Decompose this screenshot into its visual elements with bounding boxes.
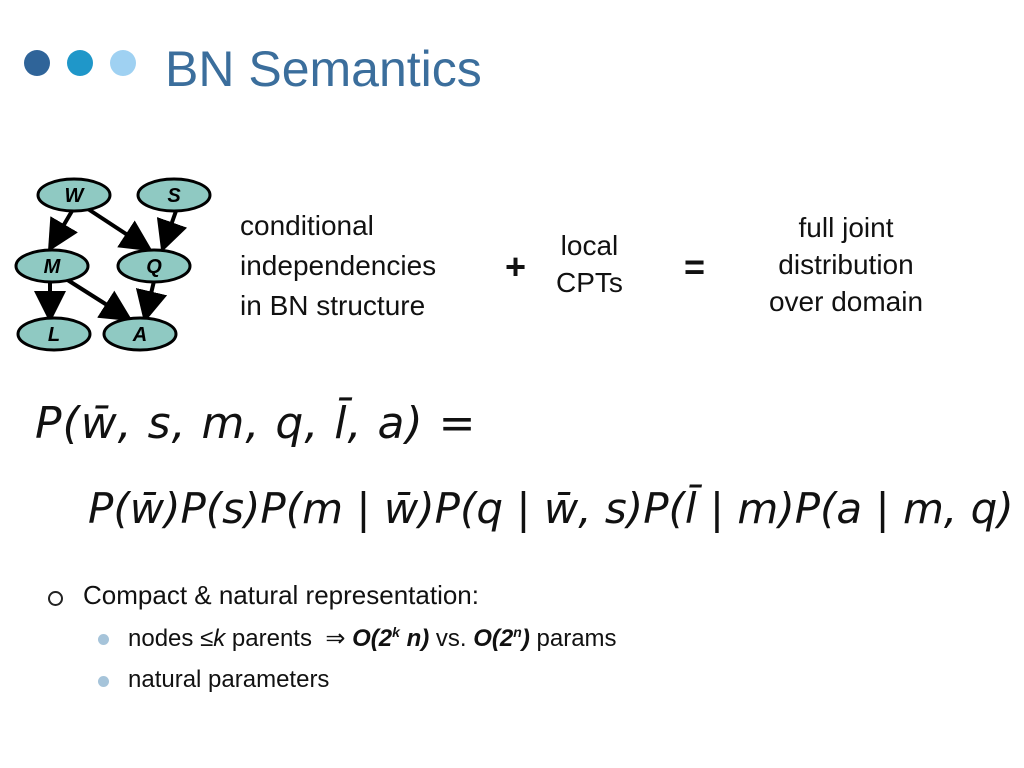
svg-text:S: S (167, 185, 181, 207)
svg-text:L: L (48, 324, 60, 346)
bullet-main-text: Compact & natural representation: (83, 580, 479, 610)
title-dot-2 (67, 50, 93, 76)
edge-w-m (47, 209, 78, 252)
node-l: L (16, 316, 92, 352)
equation-line-2: P(w̄)P(s)P(m | w̄)P(q | w̄, s)P(l̄ | m)P… (88, 484, 1014, 533)
sub-bullet-1: nodes ≤k parents ⇒ O(2k n) vs. O(2n) par… (128, 624, 617, 652)
equation-line-1: P(w̄, s, m, q, l̄, a) = (35, 398, 477, 449)
svg-text:A: A (132, 324, 147, 346)
bullet-ring-icon (48, 591, 63, 606)
svg-text:M: M (44, 256, 62, 278)
edge-q-a (135, 280, 168, 323)
title-dot-3 (110, 50, 136, 76)
sub-bullet-2: natural parameters (128, 666, 330, 693)
title-dot-1 (24, 50, 50, 76)
edge-s-q (156, 210, 188, 253)
svg-text:Q: Q (146, 256, 162, 278)
full-joint-text: full joint distribution over domain (768, 212, 924, 317)
local-cpts-text: local CPTs (556, 230, 623, 298)
conditional-independencies-text: conditional independencies in BN structu… (240, 210, 437, 321)
plus-sign: + (505, 246, 527, 287)
sub-bullet-dot-icon (98, 676, 109, 687)
edge-m-a (64, 277, 133, 322)
edge-w-q (86, 207, 153, 252)
slide-title: BN Semantics (165, 41, 482, 97)
svg-text:W: W (65, 185, 86, 207)
node-w: W (36, 177, 112, 213)
bayes-net-graph: W S M Q L A (14, 177, 212, 352)
node-a: A (102, 316, 178, 352)
node-q: Q (116, 248, 192, 284)
equals-sign: = (684, 246, 706, 287)
sub-bullet-dot-icon (98, 634, 109, 645)
node-s: S (136, 177, 212, 213)
node-m: M (14, 248, 90, 284)
